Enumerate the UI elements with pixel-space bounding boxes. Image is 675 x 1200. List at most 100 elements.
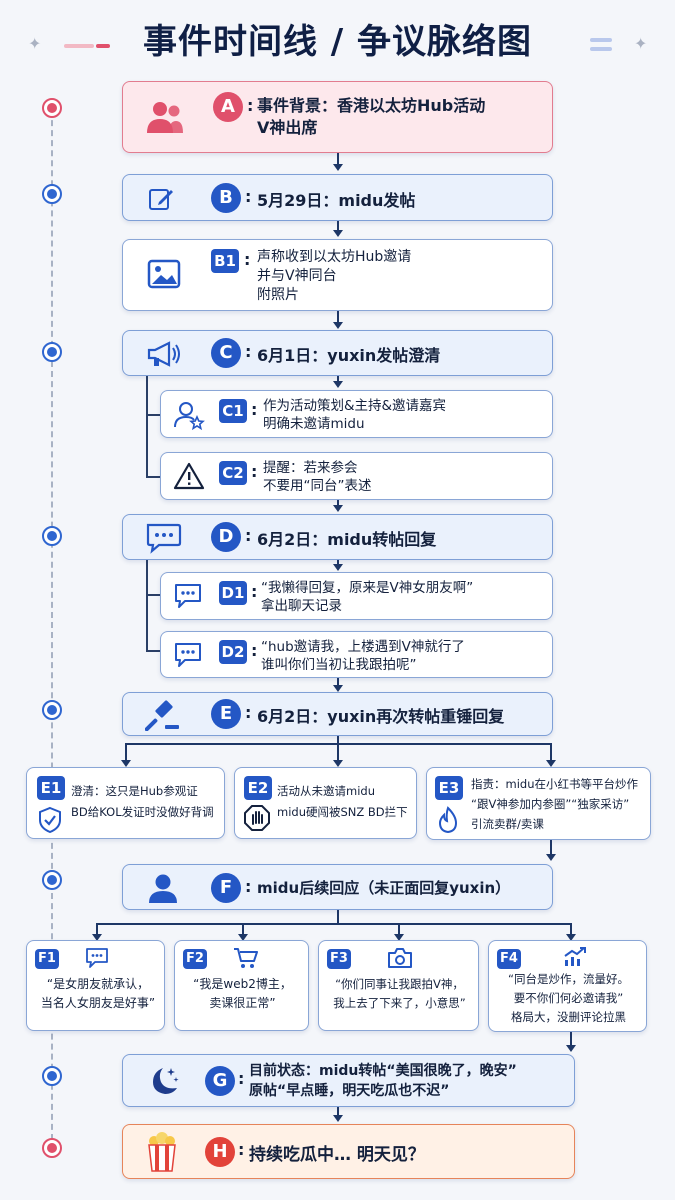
arrow-down	[333, 1115, 343, 1122]
gavel-icon	[145, 700, 179, 731]
badge-e2: E2	[244, 776, 272, 800]
badge-f2: F2	[183, 949, 207, 969]
node-d2: D2 : “hub邀请我，上楼遇到V神就行了 谁叫你们当初让我跟拍呢”	[160, 631, 553, 678]
arrow-down	[333, 322, 343, 329]
node-d1: D1 : “我懒得回复，原来是V神女朋友啊” 拿出聊天记录	[160, 572, 553, 620]
timeline-dot-c	[42, 342, 62, 362]
badge-e: E	[211, 699, 241, 729]
connector	[398, 923, 400, 935]
sparkle-icon: ✦	[634, 34, 648, 53]
bracket-c1	[146, 376, 160, 416]
colon: :	[245, 187, 252, 206]
connector	[337, 376, 339, 382]
node-c: C : 6月1日：yuxin发帖澄清	[122, 330, 553, 376]
badge-b1: B1	[211, 249, 239, 273]
cart-icon	[234, 948, 258, 968]
badge-b: B	[211, 183, 241, 213]
chat-icon	[175, 643, 201, 667]
node-b1-text: 声称收到以太坊Hub邀请 并与V神同台 附照片	[257, 249, 412, 303]
node-e: E : 6月2日：yuxin再次转帖重锤回复	[122, 692, 553, 736]
node-g: G : 目前状态：midu转帖“美国很晚了，晚安” 原帖“早点睡，明天吃瓜也不迟…	[122, 1054, 575, 1107]
node-f3: F3 “你们同事让我跟拍V神， 我上去了下来了，小意思”	[318, 940, 479, 1031]
arrow-down	[333, 685, 343, 692]
node-e3: E3 指责：midu在小红书等平台炒作 “跟V神参加内参圈”“独家采访” 引流卖…	[426, 767, 651, 840]
connector	[550, 840, 552, 854]
title-deco-right	[590, 38, 612, 42]
arrow-down	[394, 934, 404, 941]
node-e1: E1 澄清：这只是Hub参观证 BD给KOL发证时没做好背调	[26, 767, 225, 839]
title-deco-right-2	[590, 47, 612, 51]
moon-icon	[153, 1068, 179, 1094]
node-f1: F1 “是女朋友就承认， 当名人女朋友是好事”	[26, 940, 165, 1031]
timeline-dot-d	[42, 526, 62, 546]
connector	[337, 311, 339, 323]
node-d1-text: “我懒得回复，原来是V神女朋友啊” 拿出聊天记录	[261, 580, 474, 614]
colon: :	[247, 96, 254, 115]
node-f-text: midu后续回应（未正面回复yuxin）	[257, 879, 511, 897]
node-f2-text: “我是web2博主， 卖课很正常”	[193, 977, 292, 1010]
connector	[550, 743, 552, 761]
timeline-dot-e	[42, 700, 62, 720]
colon: :	[245, 703, 252, 722]
connector	[242, 923, 244, 935]
badge-f1: F1	[35, 949, 59, 969]
timeline-dot-a	[42, 98, 62, 118]
timeline-dot-f	[42, 870, 62, 890]
chat-icon	[86, 948, 108, 968]
colon: :	[238, 1140, 245, 1159]
colon: :	[251, 462, 258, 481]
node-d: D : 6月2日：midu转帖回复	[122, 514, 553, 560]
connector	[337, 678, 339, 686]
shield-check-icon	[39, 806, 61, 834]
colon: :	[251, 641, 258, 660]
badge-f3: F3	[327, 949, 351, 969]
arrow-down	[546, 854, 556, 861]
trend-icon	[564, 947, 586, 966]
badge-f: F	[211, 873, 241, 903]
popcorn-icon	[148, 1132, 176, 1172]
node-b-text: 5月29日：midu发帖	[257, 191, 416, 210]
connector	[337, 221, 339, 231]
bracket-c2	[146, 412, 160, 478]
arrow-down	[566, 934, 576, 941]
badge-c2: C2	[219, 461, 247, 485]
fire-icon	[438, 806, 458, 834]
badge-f4: F4	[497, 949, 521, 969]
bracket-d1	[146, 560, 160, 596]
node-c-text: 6月1日：yuxin发帖澄清	[257, 346, 441, 365]
arrow-down	[566, 1045, 576, 1052]
connector	[337, 736, 339, 744]
node-e2-text: 活动从未邀请midu midu硬闯被SNZ BD拦下	[277, 784, 408, 819]
connector	[337, 153, 339, 165]
badge-e1: E1	[37, 776, 65, 800]
warning-icon	[173, 462, 205, 490]
timeline-dot-g	[42, 1066, 62, 1086]
badge-d1: D1	[219, 581, 247, 605]
arrow-down	[121, 760, 131, 767]
arrow-down	[333, 230, 343, 237]
user-star-icon	[174, 402, 205, 431]
badge-c: C	[211, 338, 241, 368]
node-c1: C1 : 作为活动策划&主持&邀请嘉宾 明确未邀请midu	[160, 390, 553, 438]
node-c2: C2 : 提醒：若来参会 不要用“同台”表述	[160, 452, 553, 500]
node-f4-text: “同台是炒作，流量好。 要不你们何必邀请我” 格局大，没删评论拉黑	[508, 972, 629, 1024]
node-g-text: 目前状态：midu转帖“美国很晚了，晚安” 原帖“早点睡，明天吃瓜也不迟”	[249, 1063, 517, 1099]
node-c1-text: 作为活动策划&主持&邀请嘉宾 明确未邀请midu	[263, 398, 447, 432]
arrow-down	[333, 381, 343, 388]
node-d2-text: “hub邀请我，上楼遇到V神就行了 谁叫你们当初让我跟拍呢”	[261, 639, 465, 673]
node-c2-text: 提醒：若来参会 不要用“同台”表述	[263, 460, 372, 494]
colon: :	[251, 400, 258, 419]
badge-c1: C1	[219, 399, 247, 423]
arrow-down	[546, 760, 556, 767]
node-f1-text: “是女朋友就承认， 当名人女朋友是好事”	[40, 977, 156, 1010]
arrow-down	[92, 934, 102, 941]
colon: :	[244, 250, 251, 269]
colon: :	[251, 582, 258, 601]
badge-g: G	[205, 1066, 235, 1096]
badge-a: A	[213, 92, 243, 122]
title-deco-left-2	[96, 44, 110, 48]
node-f2: F2 “我是web2博主， 卖课很正常”	[174, 940, 309, 1031]
chat-icon	[175, 584, 201, 608]
badge-d2: D2	[219, 640, 247, 664]
chat-icon	[146, 523, 182, 554]
